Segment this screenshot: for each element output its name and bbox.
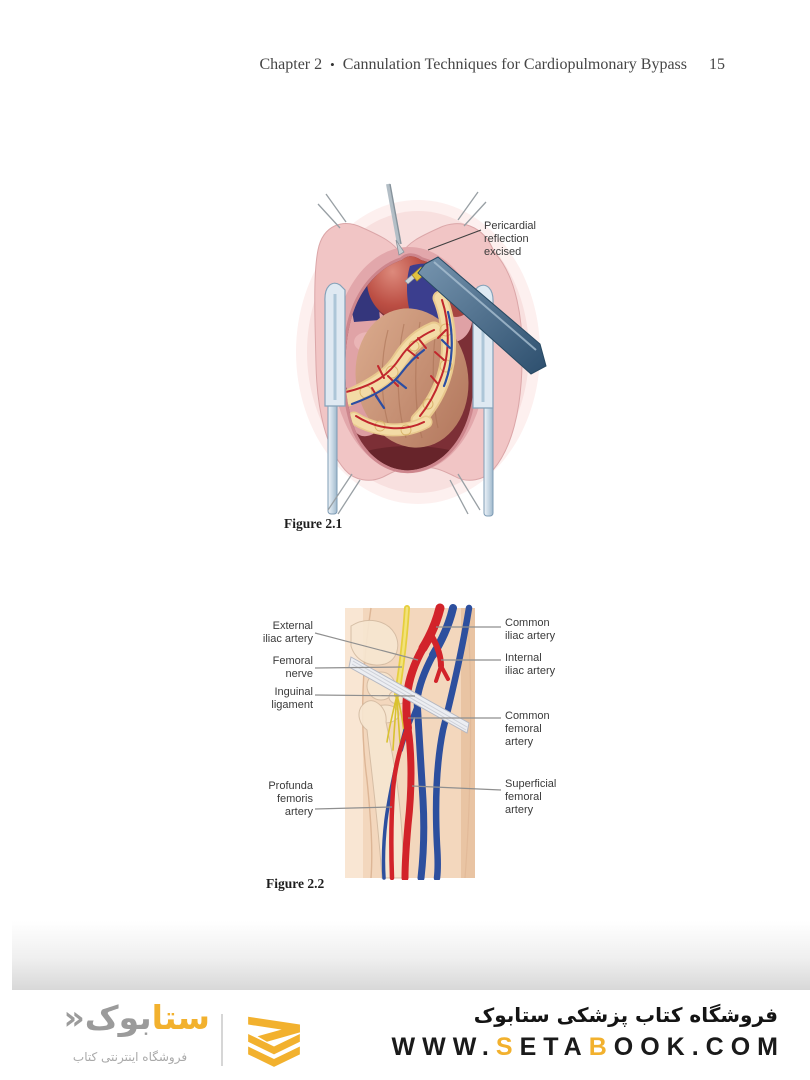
footer-text-block: فروشگاه کتاب پزشکی ستابوک WWW.SETABOOK.C… <box>392 1002 778 1062</box>
label-common-iliac-artery: Common iliac artery <box>505 617 556 642</box>
femoral-anatomy-illustration <box>314 603 502 880</box>
figure-2-2: External iliac artery Femoral nerve Ingu… <box>255 600 635 880</box>
figure-2-2-caption: Figure 2.2 <box>266 876 325 891</box>
coronary-veins <box>350 310 453 410</box>
figure-2-1-caption: Figure 2.1 <box>284 516 343 531</box>
header-bullet: • <box>330 57 335 72</box>
label-femoral-nerve: Femoral nerve <box>272 655 313 680</box>
label-profunda-femoris-artery: Profunda femoris artery <box>268 780 313 818</box>
wordmark-gold-part: ستا <box>151 998 210 1037</box>
label-superficial-femoral-artery: Superficial femoral artery <box>505 778 557 816</box>
wordmark-arrow: « <box>63 998 85 1037</box>
retractor-left <box>324 282 346 515</box>
label-common-femoral-artery: Common femoral artery <box>505 710 550 748</box>
leader-lines <box>314 626 502 810</box>
running-header: Chapter 2 • Cannulation Techniques for C… <box>259 56 725 74</box>
page-edge-shadow <box>12 921 810 990</box>
suture-lines <box>317 191 487 515</box>
logo-separator <box>221 1014 223 1066</box>
coronary-arteries <box>345 299 449 430</box>
store-name-fa: فروشگاه کتاب پزشکی ستابوک <box>473 1003 778 1027</box>
website-url: WWW.SETABOOK.COM <box>391 1033 785 1061</box>
setabook-logo-wordmark: ستابوک« <box>57 998 210 1038</box>
label-pericardial-reflection: Pericardial reflection excised <box>484 220 536 258</box>
logo-tagline: فروشگاه اینترنتی کتاب <box>72 1050 188 1064</box>
chest-cannulation-illustration <box>296 183 547 517</box>
chapter-title: Cannulation Techniques for Cardiopulmona… <box>342 56 687 73</box>
label-internal-iliac-artery: Internal iliac artery <box>505 652 556 677</box>
probe-instrument <box>386 183 405 256</box>
leader-pericardial <box>427 229 482 251</box>
page-number: 15 <box>709 56 725 73</box>
label-inguinal-ligament: Inguinal ligament <box>271 686 313 711</box>
chapter-number: Chapter 2 <box>259 56 323 73</box>
electrocautery-instrument <box>404 256 547 375</box>
label-external-iliac-artery: External iliac artery <box>262 620 313 645</box>
wordmark-gray-part: بوک <box>84 998 152 1037</box>
footer-banner: ستابوک« فروشگاه اینترنتی کتاب فروشگاه کت… <box>0 990 810 1080</box>
figure-2-1: Pericardial reflection excised <box>288 180 550 518</box>
setabook-chevron-icon <box>248 1016 300 1067</box>
